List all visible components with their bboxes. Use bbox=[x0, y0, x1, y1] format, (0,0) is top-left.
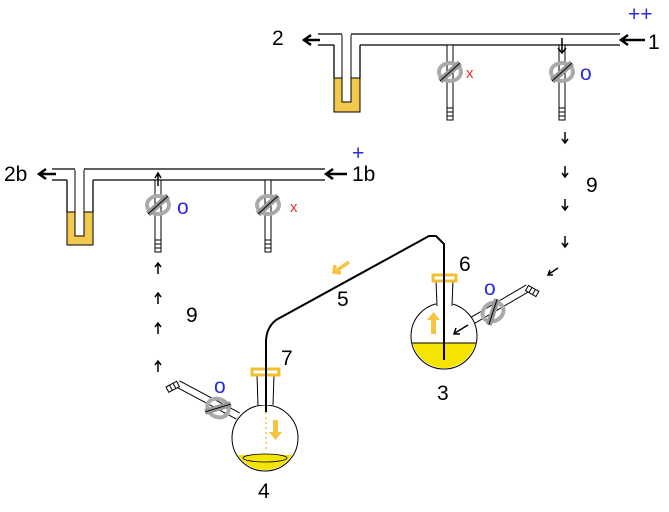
liquid-up-arrow-icon bbox=[427, 312, 440, 320]
transfer-direction-arrow-icon bbox=[332, 260, 350, 275]
stopcock-main-open[interactable] bbox=[551, 38, 573, 121]
arrow-left-icon bbox=[301, 33, 320, 47]
open-mark: o bbox=[484, 277, 496, 300]
cold-trap-secondary bbox=[66, 168, 94, 246]
closed-mark: x bbox=[466, 65, 474, 82]
liquid-down-arrow-icon bbox=[269, 432, 282, 440]
source-flask bbox=[410, 273, 540, 370]
pressure-mark-secondary: + bbox=[352, 142, 364, 165]
arrow-left-icon bbox=[36, 167, 56, 181]
closed-mark: x bbox=[290, 199, 298, 216]
open-mark: o bbox=[177, 196, 189, 219]
open-mark: o bbox=[580, 62, 592, 85]
flow-arrow-icon bbox=[154, 171, 162, 186]
cold-trap-main bbox=[333, 33, 361, 113]
label-5: 5 bbox=[337, 288, 349, 311]
arrow-left-icon bbox=[323, 167, 347, 181]
label-9-right: 9 bbox=[586, 174, 598, 197]
stopcock-secondary-closed[interactable] bbox=[257, 179, 279, 253]
label-4: 4 bbox=[258, 480, 270, 503]
gas-flow-arrows-left bbox=[154, 261, 162, 372]
label-2: 2 bbox=[272, 27, 284, 50]
gas-in-arrow-icon bbox=[452, 324, 469, 335]
flow-arrow-icon bbox=[557, 38, 567, 55]
receiving-flask bbox=[165, 367, 299, 472]
arrow-left-icon bbox=[618, 33, 645, 47]
label-6: 6 bbox=[459, 253, 471, 276]
gas-flow-arrows-right bbox=[546, 132, 569, 276]
label-1b: 1b bbox=[352, 163, 375, 186]
cannula bbox=[265, 235, 445, 412]
label-9-left: 9 bbox=[186, 304, 198, 327]
secondary-manifold: o x 2b 1b + bbox=[4, 142, 375, 253]
label-2b: 2b bbox=[4, 163, 27, 186]
open-mark: o bbox=[214, 375, 226, 398]
stopcock-secondary-open[interactable] bbox=[147, 171, 169, 253]
label-1: 1 bbox=[648, 31, 660, 54]
stopcock-main-closed[interactable] bbox=[439, 44, 461, 121]
main-manifold: x o 2 1 ++ bbox=[272, 3, 660, 121]
label-3: 3 bbox=[437, 382, 449, 405]
pressure-mark-main: ++ bbox=[628, 3, 653, 26]
label-7: 7 bbox=[281, 347, 293, 370]
